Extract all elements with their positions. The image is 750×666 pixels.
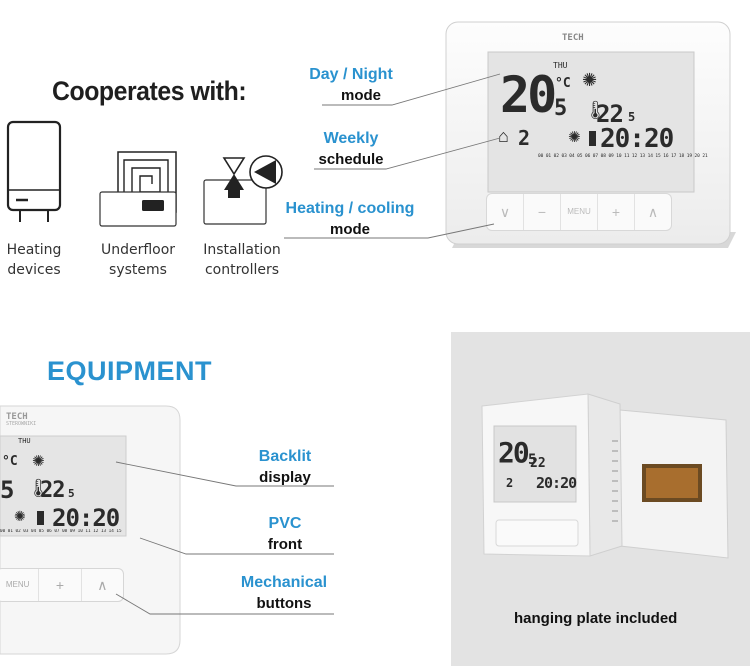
hour-scale-2: 00 01 02 03 04 05 06 07 08 09 10 11 12 1… bbox=[0, 529, 124, 534]
temperature-unit-2: °C bbox=[2, 454, 18, 469]
feature-mechanical-sub: buttons bbox=[256, 595, 312, 612]
feature-weekly-title: Weekly bbox=[323, 130, 379, 147]
plus-button[interactable]: + bbox=[598, 194, 635, 230]
thermostat-button-row-2: MENU + ∧ bbox=[0, 568, 124, 602]
hanging-plate-caption: hanging plate included bbox=[514, 610, 678, 627]
main-temperature-3: 20 bbox=[498, 436, 530, 469]
cooperates-heading: Cooperates with: bbox=[52, 76, 247, 106]
set-temperature-decimal-2: 5 bbox=[68, 487, 75, 500]
feature-heating-title: Heating / cooling bbox=[285, 200, 415, 217]
main-temperature: 20 bbox=[500, 66, 557, 124]
zone-number: 2 bbox=[518, 126, 531, 150]
device-label-heading: Heating bbox=[6, 242, 62, 258]
plus-button-2[interactable]: + bbox=[39, 569, 82, 601]
up-button-2[interactable]: ∧ bbox=[97, 577, 108, 593]
menu-button[interactable]: MENU bbox=[561, 194, 598, 230]
device-label-heading-2: devices bbox=[7, 262, 61, 278]
clock-3: 20:20 bbox=[536, 474, 577, 492]
main-temperature-decimal-2: 5 bbox=[0, 476, 15, 504]
feature-mechanical-title: Mechanical bbox=[240, 574, 328, 591]
thermometer-icon: 🌡 bbox=[584, 100, 607, 120]
menu-button-2[interactable]: MENU bbox=[0, 569, 40, 601]
house-icon: ⌂ bbox=[498, 126, 509, 146]
sun-icon-2: ✺ bbox=[32, 453, 45, 470]
leader-lines-bottom bbox=[115, 461, 334, 615]
valve-pump-icon bbox=[203, 155, 283, 225]
minus-button[interactable]: − bbox=[524, 194, 561, 230]
hanging-plate-illustration bbox=[481, 393, 729, 559]
device-label-installation: Installation bbox=[203, 242, 281, 258]
set-temperature-3: 22 bbox=[530, 456, 546, 471]
battery-icon bbox=[589, 131, 596, 146]
equipment-heading: EQUIPMENT bbox=[47, 356, 213, 386]
feature-heating-sub: mode bbox=[329, 221, 370, 238]
up-button[interactable]: ∧ bbox=[647, 204, 659, 220]
clock-2: 20:20 bbox=[52, 504, 120, 532]
day-code: THU bbox=[553, 61, 568, 70]
feature-day-night-title: Day / Night bbox=[309, 66, 393, 83]
feature-backlit-sub: display bbox=[259, 469, 311, 486]
brand-sub-2: STEROWNIKI bbox=[6, 421, 37, 427]
feature-backlit-title: Backlit bbox=[258, 448, 312, 465]
feature-pvc-sub: front bbox=[267, 536, 303, 553]
device-label-underfloor-2: systems bbox=[109, 262, 167, 278]
temperature-unit: °C bbox=[555, 76, 571, 91]
set-temperature-2: 22 bbox=[40, 478, 65, 503]
sun-small-icon-2: ✺ bbox=[14, 508, 26, 524]
brand-logo-2: TECH bbox=[6, 412, 28, 422]
underfloor-heating-icon bbox=[99, 151, 177, 227]
main-temperature-decimal: 5 bbox=[554, 96, 568, 121]
set-temperature: 22 bbox=[596, 100, 624, 128]
zone-number-3: 2 bbox=[506, 476, 514, 490]
clock: 20:20 bbox=[600, 124, 674, 154]
feature-day-night-sub: mode bbox=[340, 87, 381, 104]
leader-lines-top bbox=[284, 73, 501, 239]
sun-small-icon: ✺ bbox=[568, 129, 581, 146]
brand-logo: TECH bbox=[562, 33, 584, 43]
sun-icon: ✺ bbox=[582, 70, 598, 90]
thermostat-front bbox=[445, 21, 736, 248]
main-temperature-decimal-3: 5 bbox=[528, 452, 537, 468]
hour-scale: 00 01 02 03 04 05 06 07 08 09 10 11 12 1… bbox=[538, 154, 708, 159]
device-label-underfloor: Underfloor bbox=[100, 242, 176, 258]
feature-pvc-title: PVC bbox=[268, 515, 302, 532]
device-label-installation-2: controllers bbox=[204, 262, 280, 278]
thermostat-button-row: ∨ − MENU + ∧ bbox=[486, 193, 672, 231]
battery-icon-2 bbox=[37, 511, 44, 525]
feature-weekly-sub: schedule bbox=[318, 151, 384, 168]
thermometer-icon-2: 🌡 bbox=[27, 478, 50, 498]
day-code-2: THU bbox=[18, 437, 31, 445]
down-button[interactable]: ∨ bbox=[487, 194, 524, 230]
boiler-icon bbox=[6, 120, 62, 222]
set-temperature-decimal: 5 bbox=[628, 110, 636, 124]
